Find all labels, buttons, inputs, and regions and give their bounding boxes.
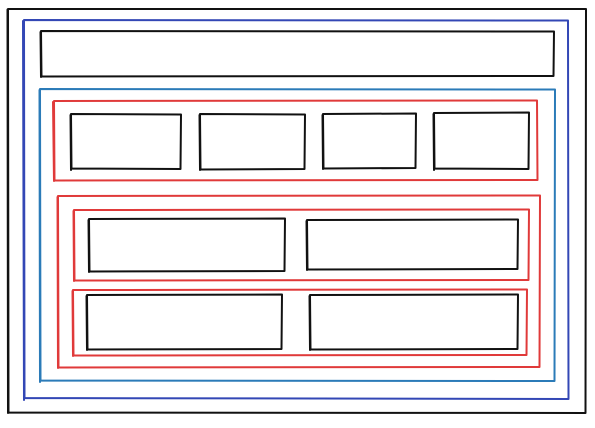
middle-row-border [72, 208, 530, 282]
bottom-row-border [71, 288, 528, 357]
page-frame [6, 8, 587, 414]
top-row-group [52, 99, 539, 182]
bottom-row-cell-2 [308, 293, 519, 351]
top-row-group-border [52, 99, 539, 182]
middle-row-cell-2 [305, 218, 519, 271]
top-row-cell-3 [321, 112, 417, 170]
lower-group-border [56, 194, 541, 369]
outer-container [22, 19, 570, 401]
top-row-cell-1 [69, 113, 182, 171]
content-container [38, 88, 556, 383]
bottom-row-cell-1 [85, 293, 283, 351]
top-row-cell-2 [198, 113, 306, 171]
lower-group [56, 194, 541, 369]
middle-row-cell-1 [87, 217, 286, 273]
top-row-cell-4 [432, 111, 530, 171]
header-bar [39, 30, 555, 78]
